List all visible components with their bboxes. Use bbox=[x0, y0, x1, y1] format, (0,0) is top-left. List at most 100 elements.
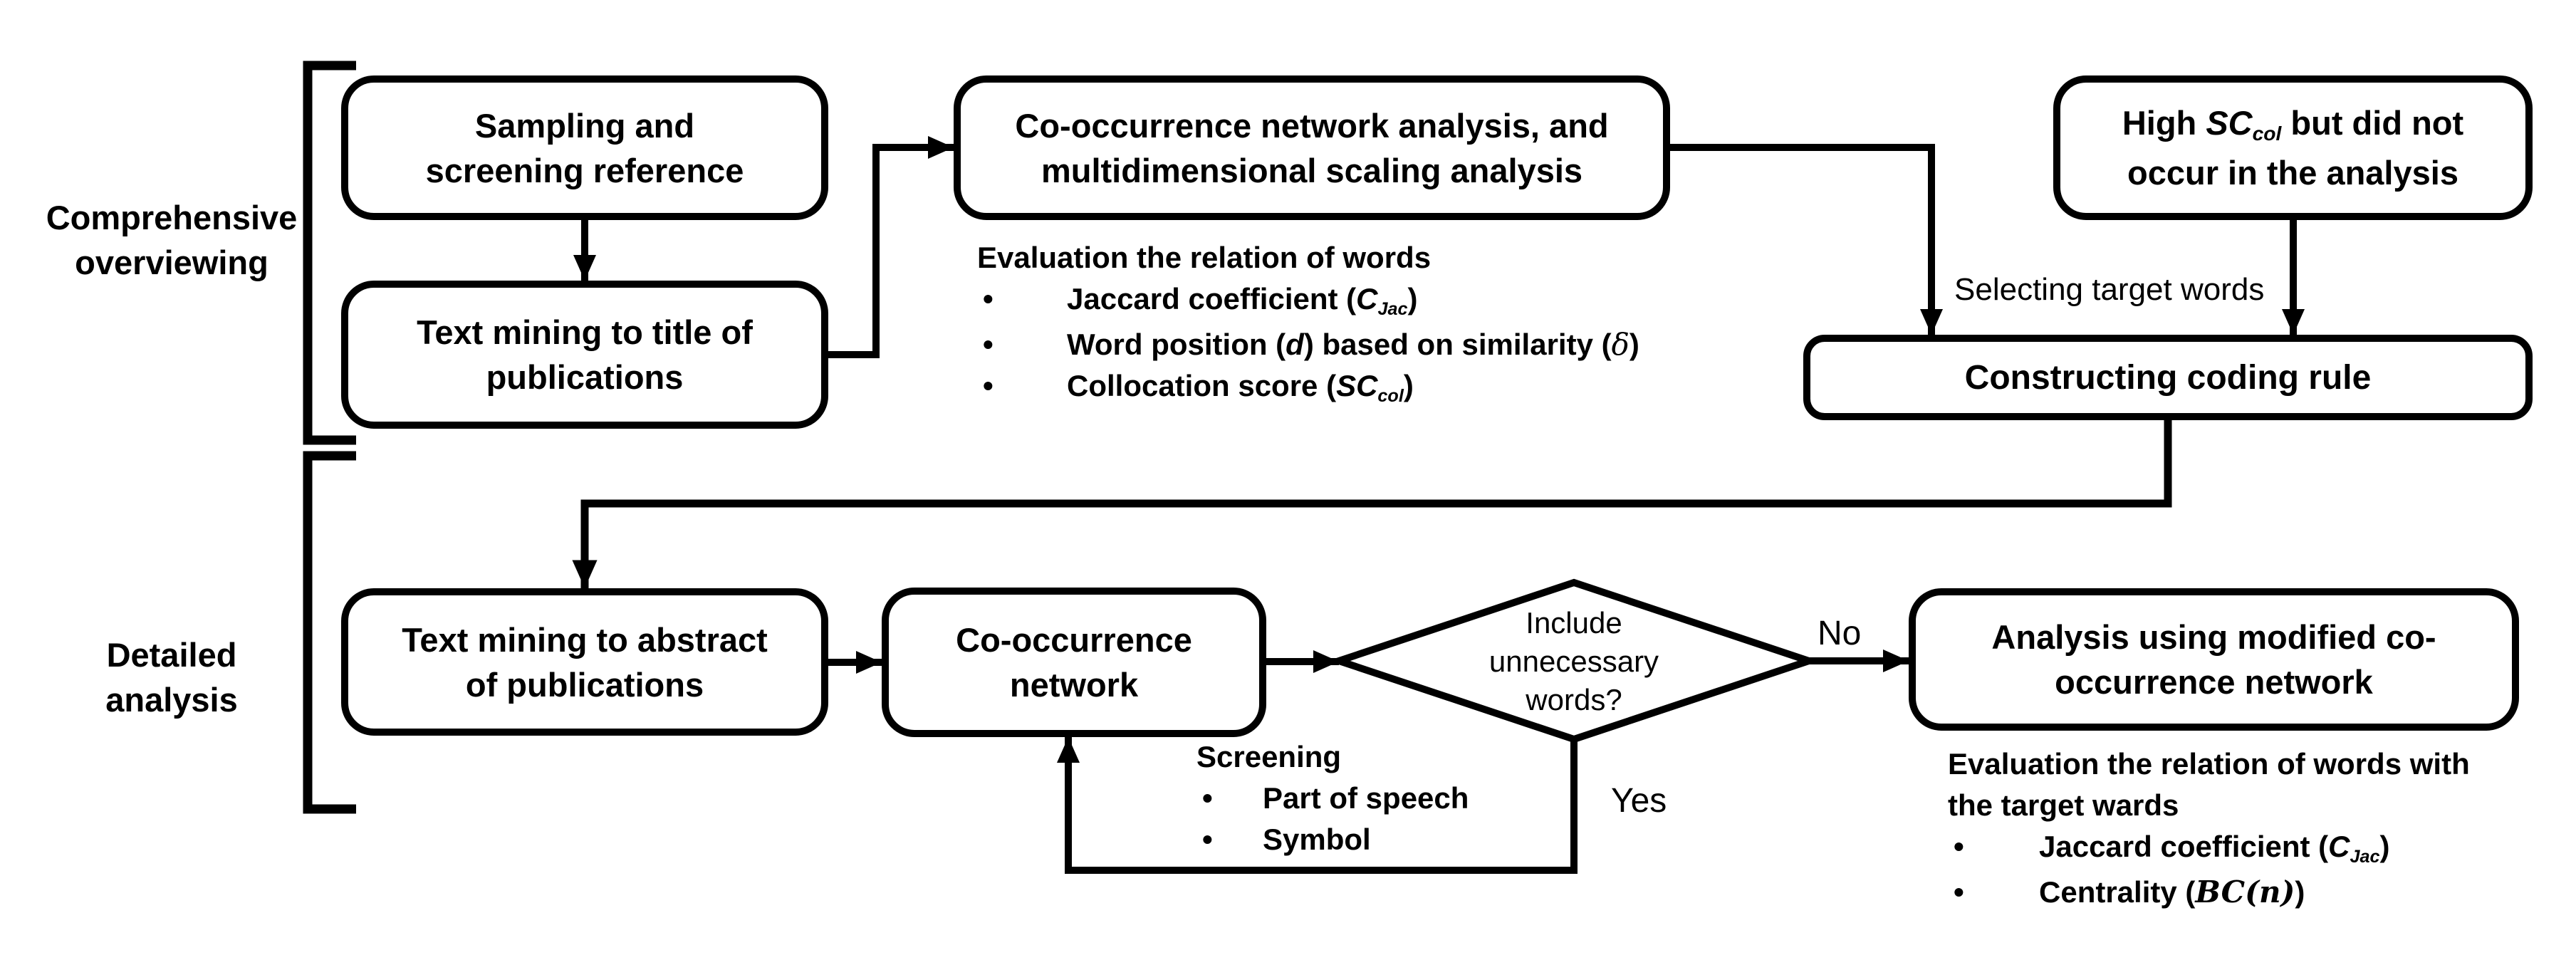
phase-label-comprehensive-overviewing: Comprehensive overviewing bbox=[4, 195, 339, 285]
edge-label-selecting-target-words: Selecting target words bbox=[1954, 272, 2265, 307]
node-sampling-screening: Sampling and screening reference bbox=[341, 75, 828, 220]
node-modified-network: Analysis using modified co- occurrence n… bbox=[1909, 588, 2519, 731]
note-header: Screening bbox=[1196, 736, 1469, 778]
note-header-text: Screening bbox=[1196, 740, 1342, 773]
node-text-line: Analysis using modified co- bbox=[1991, 618, 2436, 656]
phase-label-line: Comprehensive bbox=[46, 199, 298, 236]
math-var: d bbox=[1286, 328, 1304, 361]
phase-label-line: analysis bbox=[105, 681, 238, 719]
note-header-text: Evaluation the relation of words bbox=[977, 241, 1432, 274]
node-text-part: High bbox=[2122, 104, 2206, 142]
note-bullet-centrality: • Centrality (BC(n)) bbox=[1948, 872, 2470, 913]
node-constructing-coding-rule: Constructing coding rule bbox=[1803, 335, 2533, 420]
arrow-decision-yes-loop-to-network bbox=[1056, 736, 1578, 874]
note-bullet-word-position: • Word position (d) based on similarity … bbox=[977, 324, 1639, 365]
arrow-mining-title-to-network-analysis bbox=[828, 135, 954, 358]
note-screening: Screening • Part of speech • Symbol bbox=[1196, 736, 1469, 860]
decision-label-line: Include bbox=[1526, 606, 1622, 640]
decision-label: Include unnecessary words? bbox=[1414, 604, 1734, 719]
bullet-icon: • bbox=[983, 328, 994, 361]
node-text-line: occurrence network bbox=[2055, 663, 2373, 701]
note-bullet-part-of-speech: • Part of speech bbox=[1196, 778, 1469, 819]
math-var: C bbox=[1356, 282, 1378, 315]
arrow-coding-rule-to-mining-abstract bbox=[572, 420, 2172, 589]
phase-label-line: overviewing bbox=[75, 244, 268, 281]
bracket-detailed bbox=[303, 451, 356, 814]
node-text-line: High SCcol but did not bbox=[2122, 100, 2463, 150]
bullet-icon: • bbox=[983, 369, 994, 402]
note-text-part: ) bbox=[2379, 830, 2390, 863]
math-var-delta: δ bbox=[1611, 327, 1629, 362]
note-bullet-text: Word position (d) based on similarity (δ… bbox=[1067, 324, 1639, 365]
note-relation-target-words: Evaluation the relation of words with th… bbox=[1948, 744, 2470, 913]
note-text-part: Jaccard coefficient ( bbox=[2039, 830, 2329, 863]
note-bullet-jaccard: • Jaccard coefficient (CJac) bbox=[977, 278, 1639, 324]
note-bullet-text: Jaccard coefficient (CJac) bbox=[1067, 278, 1418, 324]
note-bullet-text: Centrality (BC(n)) bbox=[2039, 872, 2305, 913]
math-subscript: col bbox=[2252, 122, 2282, 145]
note-bullet-collocation: • Collocation score (SCcol) bbox=[977, 365, 1639, 411]
note-header-line2: the target wards bbox=[1948, 785, 2470, 826]
node-text-line: of publications bbox=[465, 665, 704, 704]
node-text-part: but did not bbox=[2281, 104, 2464, 142]
note-bullet-symbol: • Symbol bbox=[1196, 819, 1469, 860]
edge-label-no: No bbox=[1818, 615, 1862, 652]
bracket-comprehensive bbox=[303, 61, 356, 445]
math-var: SC bbox=[2206, 104, 2253, 142]
node-high-sccol: High SCcol but did not occur in the anal… bbox=[2053, 75, 2533, 220]
note-bullet-text: Symbol bbox=[1263, 823, 1371, 856]
arrow-network-analysis-to-coding-rule bbox=[1670, 144, 1944, 335]
decision-label-line: words? bbox=[1526, 683, 1622, 716]
note-relation-of-words: Evaluation the relation of words • Jacca… bbox=[977, 237, 1639, 411]
math-var: SC bbox=[1336, 369, 1378, 402]
note-bullet-text: Part of speech bbox=[1263, 781, 1469, 815]
bullet-icon: • bbox=[1202, 781, 1213, 815]
note-bullet-text: Jaccard coefficient (CJac) bbox=[2039, 826, 2390, 872]
note-text-part: Jaccard coefficient ( bbox=[1067, 282, 1357, 315]
note-text-part: ) bbox=[2295, 875, 2305, 909]
note-text-part: Centrality ( bbox=[2039, 875, 2196, 909]
note-text-part: ) bbox=[1407, 282, 1418, 315]
edge-label-yes: Yes bbox=[1611, 782, 1667, 820]
node-cooccurrence-analysis: Co-occurrence network analysis, and mult… bbox=[954, 75, 1670, 220]
bullet-icon: • bbox=[1202, 823, 1213, 856]
note-text-part: Collocation score ( bbox=[1067, 369, 1337, 402]
node-text-line: publications bbox=[486, 358, 684, 396]
node-text-line: Co-occurrence bbox=[956, 621, 1192, 659]
bullet-icon: • bbox=[983, 282, 994, 315]
node-text-line: Text mining to title of bbox=[417, 313, 753, 351]
node-cooccurrence-network: Co-occurrence network bbox=[882, 588, 1266, 737]
math-var-bcn: BC(n) bbox=[2195, 875, 2295, 909]
note-text-part: ) bbox=[1629, 328, 1639, 361]
phase-label-line: Detailed bbox=[106, 636, 237, 674]
math-subscript: Jac bbox=[2350, 846, 2380, 867]
bullet-icon: • bbox=[1954, 830, 1964, 863]
decision-diamond bbox=[1328, 578, 1820, 744]
note-header: Evaluation the relation of words with bbox=[1948, 744, 2470, 785]
note-text-part: Word position ( bbox=[1067, 328, 1286, 361]
node-text-line: Text mining to abstract bbox=[402, 620, 768, 659]
node-text-line: Constructing coding rule bbox=[1964, 358, 2372, 397]
node-text-mining-abstract: Text mining to abstract of publications bbox=[341, 588, 828, 736]
node-text-line: network bbox=[1009, 666, 1139, 704]
math-subscript: Jac bbox=[1377, 298, 1408, 319]
node-text-line: multidimensional scaling analysis bbox=[1041, 151, 1583, 189]
note-bullet-text: Collocation score (SCcol) bbox=[1067, 365, 1414, 411]
node-text-line: screening reference bbox=[425, 151, 744, 189]
phase-label-detailed-analysis: Detailed analysis bbox=[4, 632, 339, 722]
note-header-text: the target wards bbox=[1948, 788, 2179, 822]
bullet-icon: • bbox=[1954, 875, 1964, 909]
note-bullet-jaccard: • Jaccard coefficient (CJac) bbox=[1948, 826, 2470, 872]
node-text-mining-title: Text mining to title of publications bbox=[341, 281, 828, 429]
math-subscript: col bbox=[1377, 385, 1404, 406]
node-text-line: Sampling and bbox=[474, 106, 695, 145]
note-header: Evaluation the relation of words bbox=[977, 237, 1639, 278]
decision-label-line: unnecessary bbox=[1488, 645, 1659, 678]
note-text-part: ) bbox=[1403, 369, 1414, 402]
node-text-line: Co-occurrence network analysis, and bbox=[1015, 106, 1609, 145]
note-header-text: Evaluation the relation of words with bbox=[1948, 747, 2470, 781]
note-text-part: ) based on similarity ( bbox=[1303, 328, 1612, 361]
node-text-line: occur in the analysis bbox=[2127, 154, 2458, 192]
